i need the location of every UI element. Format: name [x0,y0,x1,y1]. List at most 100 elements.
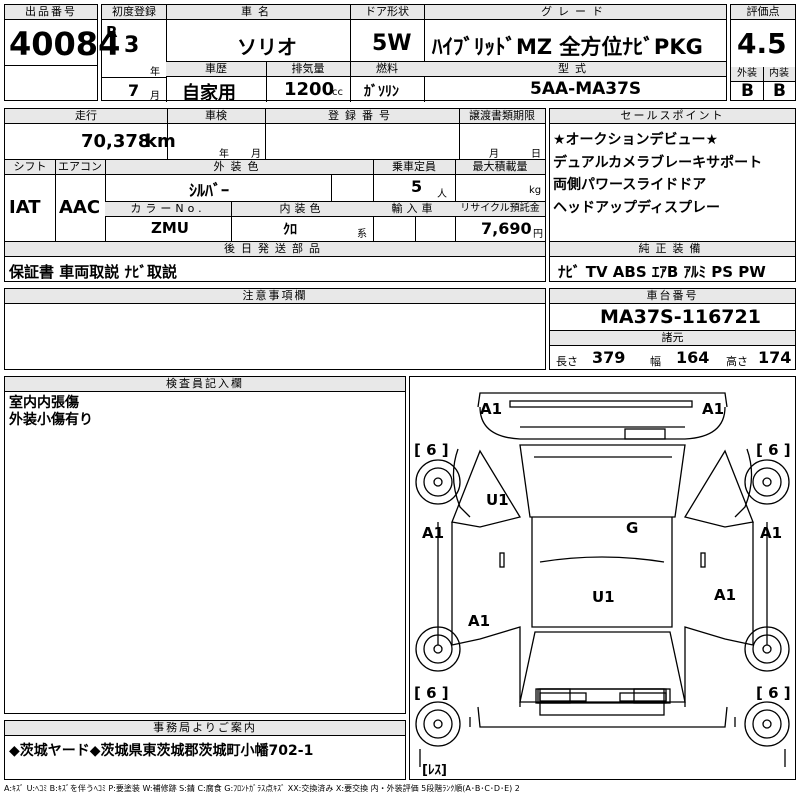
divider [763,67,764,100]
lot-box: 出品番号 40084 [4,4,120,101]
damage-mark: U1 [592,588,615,606]
main-info-box: 初度登録 車名 ドア形状 グレード R 3 年 ソリオ 5W ﾊｲﾌﾞﾘｯﾄﾞM… [101,4,727,104]
damage-mark: U1 [486,491,509,509]
sales-point: 両側パワースライドドア [553,177,707,193]
divider [166,5,167,102]
sales-points-list: ★オークションデビュー★ デュアルカメラブレーキサポート 両側パワースライドドア… [553,129,762,219]
ext-color-value: ｼﾙﾊﾞｰ [189,181,230,200]
first-reg-year: 3 [124,33,140,58]
equipment-value: ﾅﾋﾞ TV ABS ｴｱB ｱﾙﾐ PS PW [558,263,766,281]
divider [231,201,232,241]
front-right-rim-shape [752,467,782,497]
left-rear-pillar-shape [451,626,521,707]
damage-mark: A1 [468,612,491,630]
divider [167,109,168,159]
rear-right-rim-shape [752,634,782,664]
fuel-label: 燃料 [350,62,424,77]
transfer-month-unit: 月 [489,149,499,160]
windshield-shape [519,444,686,518]
office-box: 事務局よりご案内 ◆茨城ヤード◆茨城県東茨城郡茨城町小幡702-1 [4,720,406,780]
roof-shape [531,517,673,628]
import-label: 輸入車 [373,202,455,217]
inspection-label: 車検 [167,109,265,124]
mileage-unit: km [145,131,176,152]
inspector-line: 外装小傷有り [9,412,93,428]
door-type: 5W [372,31,412,56]
damage-mark: G [626,519,639,537]
divider [266,61,267,102]
hood-mark-shape [624,428,666,440]
sales-point: デュアルカメラブレーキサポート [553,154,763,171]
rear-left-hub-shape [433,644,443,654]
grade-label: グレード [424,5,726,20]
first-reg-label: 初度登録 [102,5,166,20]
model-label: 型式 [424,62,726,77]
int-score: B [773,81,786,101]
divider [373,159,374,241]
spare-left-hub-shape [433,719,443,729]
door-label: ドア形状 [350,5,424,20]
front-right-wheel-shape [744,459,790,505]
color-no-label: カラーNo. [105,202,231,217]
history-label: 車歴 [166,62,266,77]
equipment-label: 純正装備 [550,242,795,257]
int-color-unit: 系 [357,229,367,240]
car-diagram [415,392,790,767]
office-label: 事務局よりご案内 [5,721,405,736]
divider [331,175,332,201]
score-label: 評価点 [731,5,795,20]
right-handle-shape [700,552,706,568]
left-a-pillar-shape [451,449,522,528]
later-items-value: 保証書 車両取説 ﾅﾋﾞ取説 [9,263,177,281]
tire-depth: [ 6 ] [414,441,449,459]
rear-left-rim-shape [423,634,453,664]
grade-value: ﾊｲﾌﾞﾘｯﾄﾞMZ 全方位ﾅﾋﾞPKG [432,35,703,59]
divider [350,61,351,102]
registration-label: 登録番号 [265,109,459,124]
left-front-wing-shape [452,448,471,518]
chassis-label: 車台番号 [550,289,795,304]
inspection-month-unit: 月 [251,149,261,160]
roof-line-shape [539,556,665,563]
divider [455,159,456,241]
ext-score: B [741,81,754,101]
spare-left-wheel-shape [415,701,461,747]
divider [459,109,460,159]
score-value: 4.5 [737,27,787,60]
damage-mark: A1 [760,524,783,542]
divider [166,61,726,62]
first-reg-month: 7 [128,81,140,100]
divider [265,109,266,159]
front-grille-shape [509,400,693,408]
front-left-rim-shape [423,467,453,497]
divider [105,159,106,241]
car-name: ソリオ [237,35,297,59]
height-label: 高さ [726,355,748,368]
front-right-hub-shape [762,477,772,487]
aircon-value: AAC [59,197,101,218]
sales-point: ★オークションデビュー★ [553,132,719,148]
displacement-value: 1200 [284,79,335,100]
inspection-year-unit: 年 [219,149,229,160]
rear-gate-shape [477,706,728,728]
capacity-unit: 人 [437,189,447,200]
sales-point: ヘッドアップディスプレー [553,199,721,216]
month-unit: 月 [150,91,160,102]
model-value: 5AA-MA37S [530,79,642,99]
score-box: 評価点 4.5 外装 内装 B B [730,4,796,101]
right-rear-pillar-shape [684,626,754,707]
ext-label: 外装 [731,67,763,82]
office-address: ◆茨城ヤード◆茨城県東茨城郡茨城町小幡702-1 [9,743,314,759]
aircon-label: エアコン [55,160,105,175]
length-value: 379 [592,348,626,367]
spare-right-wheel-shape [744,701,790,747]
later-items-label: 後日発送部品 [5,242,545,257]
recycle-unit: 円 [533,229,543,240]
mileage-value: 70,378 [81,131,151,152]
tire-depth: [ 6 ] [756,441,791,459]
front-bumper-shape [477,392,728,408]
lot-label: 出品番号 [5,5,97,20]
spare-right-hub-shape [762,719,772,729]
sales-box: セールスポイント ★オークションデビュー★ デュアルカメラブレーキサポート 両側… [549,108,796,282]
recycle-value: 7,690 [481,219,532,238]
